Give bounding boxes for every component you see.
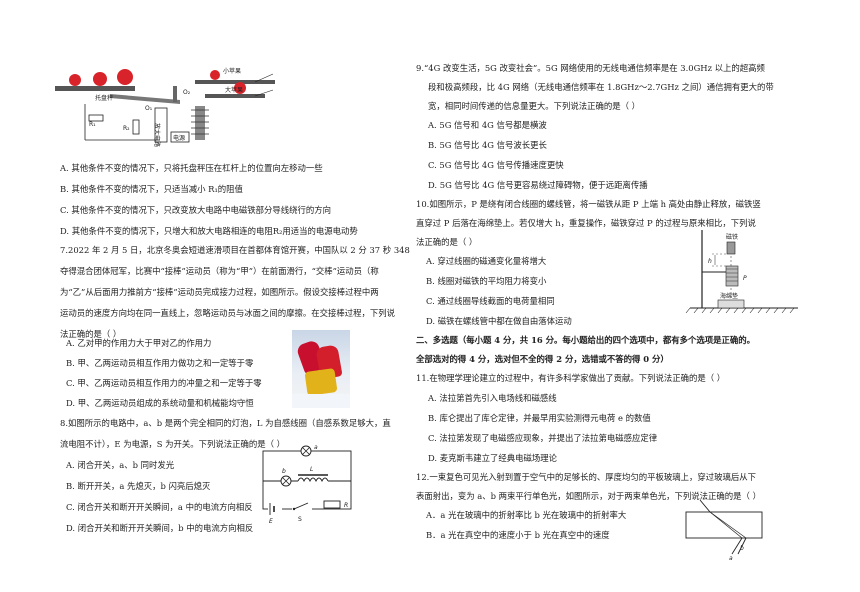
section-multiple-choice-line2: 全部选对的得 4 分，选对但不全的得 2 分，选错或不答的得 0 分）: [416, 354, 669, 364]
q8-stem-line1: 8.如图所示的电路中，a、b 是两个完全相同的灯泡，L 为自感线圈（自感系数足够…: [60, 418, 391, 428]
label-s: S: [298, 516, 302, 523]
q10-stem-line1: 10.如图所示，P 是绕有闭合线圈的螺线管，将一磁铁从距 P 上端 h 高处由静…: [416, 199, 761, 209]
q9-stem-line3: 宽，相同时间传递的信息量更大。下列说法正确的是（ ）: [428, 101, 641, 111]
skaters-photo: [292, 330, 350, 408]
q11-option-a: A. 法拉第首先引入电场线和磁感线: [428, 393, 557, 403]
label-b: b: [740, 545, 744, 552]
q10-solenoid-figure: 磁铁 h P 海绵垫: [685, 230, 798, 314]
sponge-pad: [717, 299, 745, 309]
ray-b: [737, 537, 747, 555]
incident-ray: [699, 499, 711, 513]
section-multiple-choice-line1: 二、多选题（每小题 4 分，共 16 分。每小题给出的四个选项中，都有多个选项是…: [416, 335, 756, 345]
apple-4: [210, 70, 220, 80]
q7-stem-line4: 运动员的速度方向均在同一直线上，忽略运动员与冰面之间的摩擦。在交接棒过程，下列说: [60, 308, 395, 318]
q10-option-a: A. 穿过线圈的磁通变化量将增大: [426, 256, 547, 266]
label-r: R: [344, 502, 348, 509]
q11-option-b: B. 库仑提出了库仑定律，并最早用实验测得元电荷 e 的数值: [428, 413, 651, 423]
label-b: b: [282, 468, 286, 475]
label-a: a: [729, 555, 733, 562]
power-box: [170, 131, 190, 143]
q7-stem-line5: 法正确的是（ ）: [60, 329, 122, 339]
apple-sorter-figure: 小苹果 大苹果 托盘秤 O₁ O₂ R₁ R₂ 放大电路 电源: [55, 67, 275, 147]
label-magnet: 磁铁: [726, 233, 738, 241]
apple-5: [234, 82, 246, 94]
q7-option-c: C. 甲、乙两运动员相互作用力的冲量之和一定等于零: [66, 378, 262, 388]
label-h: h: [708, 258, 712, 265]
q11-option-d: D. 麦克斯韦建立了经典电磁场理论: [428, 453, 557, 463]
q9-option-b: B. 5G 信号比 4G 信号波长更长: [428, 140, 547, 150]
label-r2: R₂: [123, 125, 130, 132]
q8-option-a: A. 闭合开关，a、b 同时发光: [66, 460, 175, 470]
apple-2: [93, 72, 107, 86]
glass-slab: [685, 511, 763, 539]
q10-stem-line2: 直穿过 P 后落在海绵垫上。若仅增大 h，重复操作，磁铁穿过 P 的过程与原来相…: [416, 218, 756, 228]
belt-right: [195, 80, 275, 84]
q8-option-d: D. 闭合开关和断开开关瞬间，b 中的电流方向相反: [66, 523, 254, 533]
q8-stem-line2: 流电阻不计），E 为电源，S 为开关。下列说法正确的是（ ）: [60, 439, 286, 449]
q9-option-d: D. 5G 信号比 4G 信号更容易绕过障碍物，便于远距离传播: [428, 180, 648, 190]
apple-1: [69, 74, 81, 86]
q6-option-c: C. 其他条件不变的情况下，只改变放大电路中电磁铁部分导线绕行的方向: [60, 205, 332, 215]
label-a: a: [314, 444, 318, 451]
q10-option-d: D. 磁铁在螺线管中都在做自由落体运动: [426, 316, 572, 326]
magnet: [726, 241, 736, 255]
belt-left: [55, 86, 135, 91]
resistor-r: [323, 500, 341, 509]
ray-a: [731, 537, 743, 555]
q11-stem: 11.在物理学理论建立的过程中，有许多科学家做出了贡献。下列说法正确的是（ ）: [416, 373, 726, 383]
q12-option-a: A．a 光在玻璃中的折射率比 b 光在玻璃中的折射率大: [426, 510, 627, 520]
label-tray: 托盘秤: [95, 94, 113, 102]
q10-option-c: C. 通过线圈导线截面的电荷量相同: [426, 296, 555, 306]
electromagnet: [195, 106, 205, 140]
q7-stem-line3: 为“乙”从后面用力推前方“接棒”运动员完成接力过程，如图所示。假设交接棒过程中两: [60, 287, 379, 297]
label-sponge: 海绵垫: [720, 292, 738, 300]
q7-stem-line1: 7.2022 年 2 月 5 日，北京冬奥会短道速滑项目在首都体育馆开赛，中国队…: [60, 245, 410, 255]
q7-option-b: B. 甲、乙两运动员相互作用力做功之和一定等于零: [66, 358, 254, 368]
label-power: 电源: [173, 134, 185, 142]
q10-stem-line3: 法正确的是（ ）: [416, 237, 478, 247]
label-o1: O₁: [145, 105, 153, 112]
r1-resistor: [88, 114, 104, 122]
q9-stem-line1: 9.“4G 改变生活，5G 改变社会”。5G 网络使用的无线电通信频率是在 3.…: [416, 63, 765, 73]
q6-option-d: D. 其他条件不变的情况下，只增大和放大电路相连的电阻R₂用适当的电源电动势: [60, 226, 358, 236]
label-o2: O₂: [183, 89, 191, 96]
q9-option-a: A. 5G 信号和 4G 信号都是横波: [428, 120, 547, 130]
q8-circuit-figure: a b L R E S: [262, 444, 352, 525]
q10-option-b: B. 线圈对磁铁的平均阻力将变小: [426, 276, 547, 286]
r2-resistor: [132, 119, 140, 135]
amplifier-box: [154, 107, 168, 143]
inductor-coil: [297, 477, 329, 483]
label-small-apple: 小苹果: [223, 67, 241, 75]
q12-stem-line2: 表面射出，变为 a、b 两束平行单色光，如图所示，对于两束单色光，下列说法正确的…: [416, 491, 761, 501]
q8-option-b: B. 断开开关，a 先熄灭，b 闪亮后熄灭: [66, 481, 211, 491]
label-amplifier: 放大电路: [153, 123, 161, 147]
belt-lower: [205, 94, 265, 98]
apple-3: [117, 69, 133, 85]
q12-stem-line1: 12.一束复色可见光入射到置于空气中的足够长的、厚度均匀的平板玻璃上，穿过玻璃后…: [416, 472, 756, 482]
lever: [110, 94, 180, 104]
q7-stem-line2: 夺得混合团体冠军，比赛中“接棒”运动员（称为“甲”）在前面滑行，“交棒”运动员（…: [60, 266, 379, 276]
q12-option-b: B．a 光在真空中的速度小于 b 光在真空中的速度: [426, 530, 610, 540]
label-r1: R₁: [89, 121, 96, 128]
q8-option-c: C. 闭合开关和断开开关瞬间，a 中的电流方向相反: [66, 502, 253, 512]
q6-option-b: B. 其他条件不变的情况下，只适当减小 R₁的阻值: [60, 184, 243, 194]
label-big-apple: 大苹果: [225, 86, 243, 94]
q7-option-a: A. 乙对甲的作用力大于甲对乙的作用力: [66, 338, 212, 348]
q6-option-a: A. 其他条件不变的情况下，只将托盘秤压在杠杆上的位置向左移动一些: [60, 163, 323, 173]
q9-option-c: C. 5G 信号比 4G 信号传播速度更快: [428, 160, 564, 170]
q12-glass-slab-figure: a b: [685, 499, 763, 562]
label-l: L: [310, 466, 313, 473]
q11-option-c: C. 法拉第发现了电磁感应现象，并提出了法拉第电磁感应定律: [428, 433, 658, 443]
label-e: E: [269, 518, 273, 525]
q9-stem-line2: 段和极高频段，比 4G 网络（无线电通信频率在 1.8GHz～2.7GHz 之间…: [428, 82, 774, 92]
label-p: P: [743, 275, 747, 282]
q7-option-d: D. 甲、乙两运动员组成的系统动量和机械能均守恒: [66, 398, 254, 408]
